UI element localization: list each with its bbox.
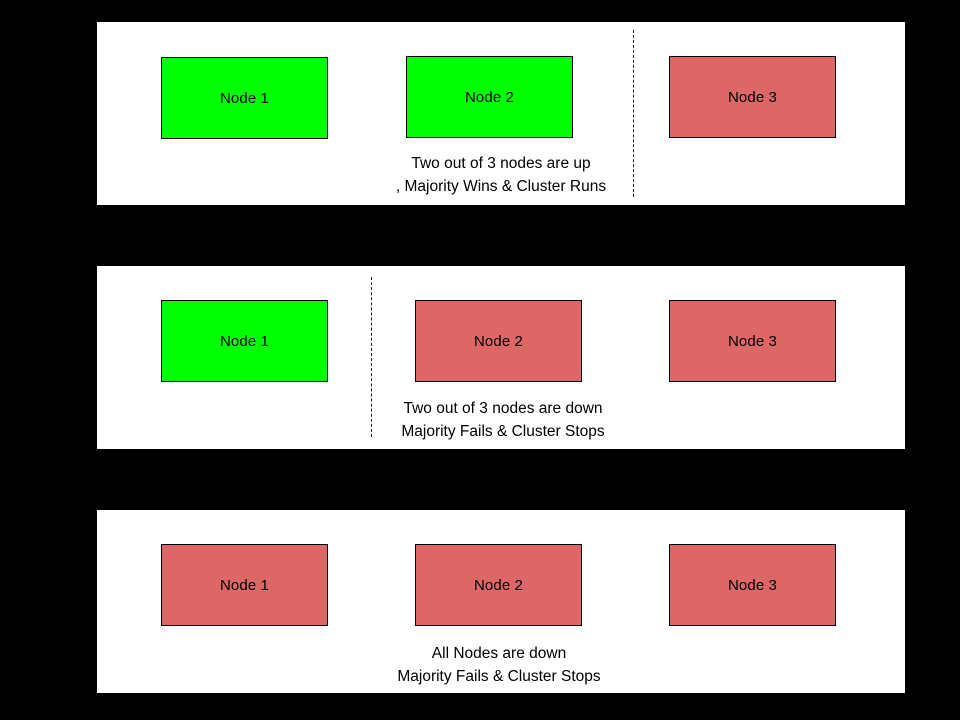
scenario-caption-2: Two out of 3 nodes are down Majority Fai… [253, 397, 753, 443]
caption-line: Majority Fails & Cluster Stops [397, 668, 601, 685]
node-box-2-3: Node 3 [669, 300, 836, 382]
node-label: Node 1 [220, 332, 269, 350]
node-label: Node 2 [474, 332, 523, 350]
node-box-2-2: Node 2 [415, 300, 582, 382]
scenario-panel-2: Node 1 Node 2 Node 3 Two out of 3 nodes … [97, 266, 905, 449]
scenario-caption-1: Two out of 3 nodes are up , Majority Win… [251, 152, 751, 198]
node-box-1-2: Node 2 [406, 56, 573, 138]
node-label: Node 2 [465, 88, 514, 106]
node-box-1-3: Node 3 [669, 56, 836, 138]
scenario-panel-3: Node 1 Node 2 Node 3 All Nodes are down … [97, 510, 905, 693]
node-label: Node 3 [728, 332, 777, 350]
node-box-1-1: Node 1 [161, 57, 328, 139]
quorum-divider-2 [371, 277, 372, 437]
scenario-caption-3: All Nodes are down Majority Fails & Clus… [249, 642, 749, 688]
caption-line: Two out of 3 nodes are down [403, 400, 603, 417]
node-label: Node 1 [220, 89, 269, 107]
caption-line: Two out of 3 nodes are up [411, 155, 591, 172]
scenario-panel-1: Node 1 Node 2 Node 3 Two out of 3 nodes … [97, 22, 905, 205]
caption-line: Majority Fails & Cluster Stops [401, 423, 605, 440]
caption-line: All Nodes are down [431, 645, 567, 662]
node-label: Node 3 [728, 576, 777, 594]
node-box-3-1: Node 1 [161, 544, 328, 626]
node-box-2-1: Node 1 [161, 300, 328, 382]
node-box-3-3: Node 3 [669, 544, 836, 626]
node-box-3-2: Node 2 [415, 544, 582, 626]
quorum-divider-1 [633, 30, 634, 197]
node-label: Node 3 [728, 88, 777, 106]
node-label: Node 1 [220, 576, 269, 594]
caption-line: , Majority Wins & Cluster Runs [395, 178, 607, 195]
node-label: Node 2 [474, 576, 523, 594]
